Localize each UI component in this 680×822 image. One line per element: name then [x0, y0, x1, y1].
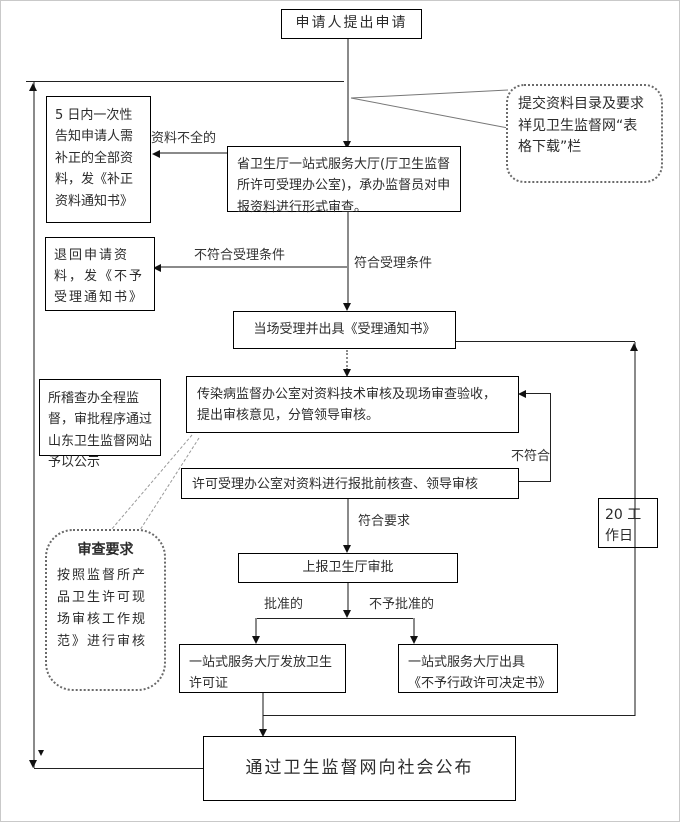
arrowhead-loop-into-tech	[518, 390, 526, 398]
node-precheck: 许可受理办公室对资料进行报批前核查、领导审核	[181, 468, 519, 499]
node-report-for-approval: 上报卫生厅审批	[238, 553, 458, 583]
arrowhead-into-publish	[259, 729, 267, 737]
flow-line-accept-to-tech	[346, 350, 348, 370]
arrowhead-up-left-line	[29, 83, 37, 91]
edge-label-approved: 批准的	[264, 597, 304, 612]
node-tech-review: 传染病监督办公室对资料技术审核及现场审查验收，提出审核意见，分管领导审核。	[186, 376, 519, 433]
node-return-label: 退回申请资料，发《不予受理通知书》	[54, 248, 145, 305]
callout-submit-materials: 提交资料目录及要求祥见卫生监督网“表格下载”栏	[506, 84, 663, 183]
node-publish-to-society: 通过卫生监督网向社会公布	[203, 736, 516, 801]
flow-line-incomplete	[159, 152, 227, 154]
flow-line-loop-vertical	[550, 393, 551, 482]
arrowhead-into-formal-review	[343, 141, 351, 149]
flow-line-formal-to-accept	[347, 212, 349, 304]
callout-submit-text: 提交资料目录及要求祥见卫生监督网“表格下载”栏	[518, 96, 644, 156]
flow-line-left-to-publish	[34, 768, 203, 769]
flow-line-split-right	[413, 618, 415, 637]
node-notify-correction: 5 日内一次性告知申请人需补正的全部资料，发《补正资料通知书》	[46, 96, 151, 223]
node-supervision-label: 所稽查办全程监督，审批程序通过山东卫生监督网站予以公示	[48, 391, 153, 471]
node-deny-decision: 一站式服务大厅出具《不予行政许可决定书》	[398, 644, 558, 693]
flow-line-bottom-join	[263, 715, 635, 716]
node-duration-label: 20 工作日	[605, 507, 642, 544]
edge-label-reject: 不符合受理条件	[194, 248, 286, 263]
edge-label-qualify: 符合受理条件	[354, 256, 433, 271]
arrowhead-into-approve	[343, 545, 351, 553]
node-accept-label: 当场受理并出具《受理通知书》	[253, 322, 436, 338]
arrowhead-into-deny	[410, 636, 418, 644]
arrowhead-into-return	[153, 264, 161, 272]
flow-line-resubmit-top	[26, 81, 344, 82]
edge-label-not-conform: 不符合	[511, 449, 551, 464]
arrowhead-down-left-line	[29, 760, 37, 768]
edge-label-conform: 符合要求	[358, 514, 411, 529]
node-start: 申请人提出申请	[281, 9, 422, 39]
edge-label-not-approved: 不予批准的	[369, 597, 435, 612]
node-publish-label: 通过卫生监督网向社会公布	[245, 758, 474, 779]
node-notify-label: 5 日内一次性告知申请人需补正的全部资料，发《补正资料通知书》	[55, 108, 134, 209]
flow-line-split-left	[255, 618, 257, 637]
flow-line-accept-to-right	[456, 341, 635, 342]
arrowhead-down-small	[38, 750, 44, 756]
flow-line-loop-top	[525, 393, 551, 394]
arrowhead-approve-split	[343, 610, 351, 618]
node-tech-review-label: 传染病监督办公室对资料技术审核及现场审查验收，提出审核意见，分管领导审核。	[197, 387, 497, 424]
node-precheck-label: 许可受理办公室对资料进行报批前核查、领导审核	[192, 477, 479, 492]
flow-line-duration-vertical	[634, 342, 636, 716]
flow-line-grant-to-publish	[262, 693, 264, 733]
arrowhead-into-tech-review	[343, 369, 351, 377]
node-accept-onsite: 当场受理并出具《受理通知书》	[233, 311, 456, 349]
callout-review-requirements: 审查要求 按照监督所产品卫生许可现场审核工作规范》进行审核	[45, 529, 166, 691]
flow-line-split-horizontal	[256, 618, 415, 619]
node-duration-20-workdays: 20 工作日	[598, 498, 658, 548]
callout-review-title: 审查要求	[77, 542, 134, 558]
callout-review-body: 按照监督所产品卫生许可现场审核工作规范》进行审核	[57, 567, 148, 650]
flow-line-reject-branch	[160, 266, 348, 268]
edge-label-incomplete: 资料不全的	[151, 131, 217, 146]
flow-line-loop-bottom	[519, 481, 551, 482]
node-approve-label: 上报卫生厅审批	[302, 560, 394, 576]
node-grant-label: 一站式服务大厅发放卫生许可证	[189, 655, 333, 692]
flow-line-precheck-to-approve	[347, 499, 349, 546]
arrowhead-up-duration	[630, 343, 638, 351]
node-formal-review-label: 省卫生厅一站式服务大厅(厅卫生监督所许可受理办公室)，承办监督员对申报资料进行形…	[237, 157, 451, 215]
flow-line-approve-down	[347, 583, 349, 611]
node-formal-review: 省卫生厅一站式服务大厅(厅卫生监督所许可受理办公室)，承办监督员对申报资料进行形…	[227, 146, 461, 215]
node-deny-label: 一站式服务大厅出具《不予行政许可决定书》	[408, 655, 552, 692]
node-whole-process-supervision: 所稽查办全程监督，审批程序通过山东卫生监督网站予以公示	[39, 379, 161, 470]
node-return-application: 退回申请资料，发《不予受理通知书》	[45, 237, 155, 311]
arrowhead-into-grant	[252, 636, 260, 644]
flow-line-start-down	[347, 39, 349, 142]
node-start-label: 申请人提出申请	[295, 15, 408, 32]
flow-line-left-long	[33, 82, 35, 768]
node-grant-license: 一站式服务大厅发放卫生许可证	[179, 644, 346, 693]
arrowhead-into-accept	[343, 303, 351, 311]
arrowhead-into-notify	[152, 150, 160, 158]
